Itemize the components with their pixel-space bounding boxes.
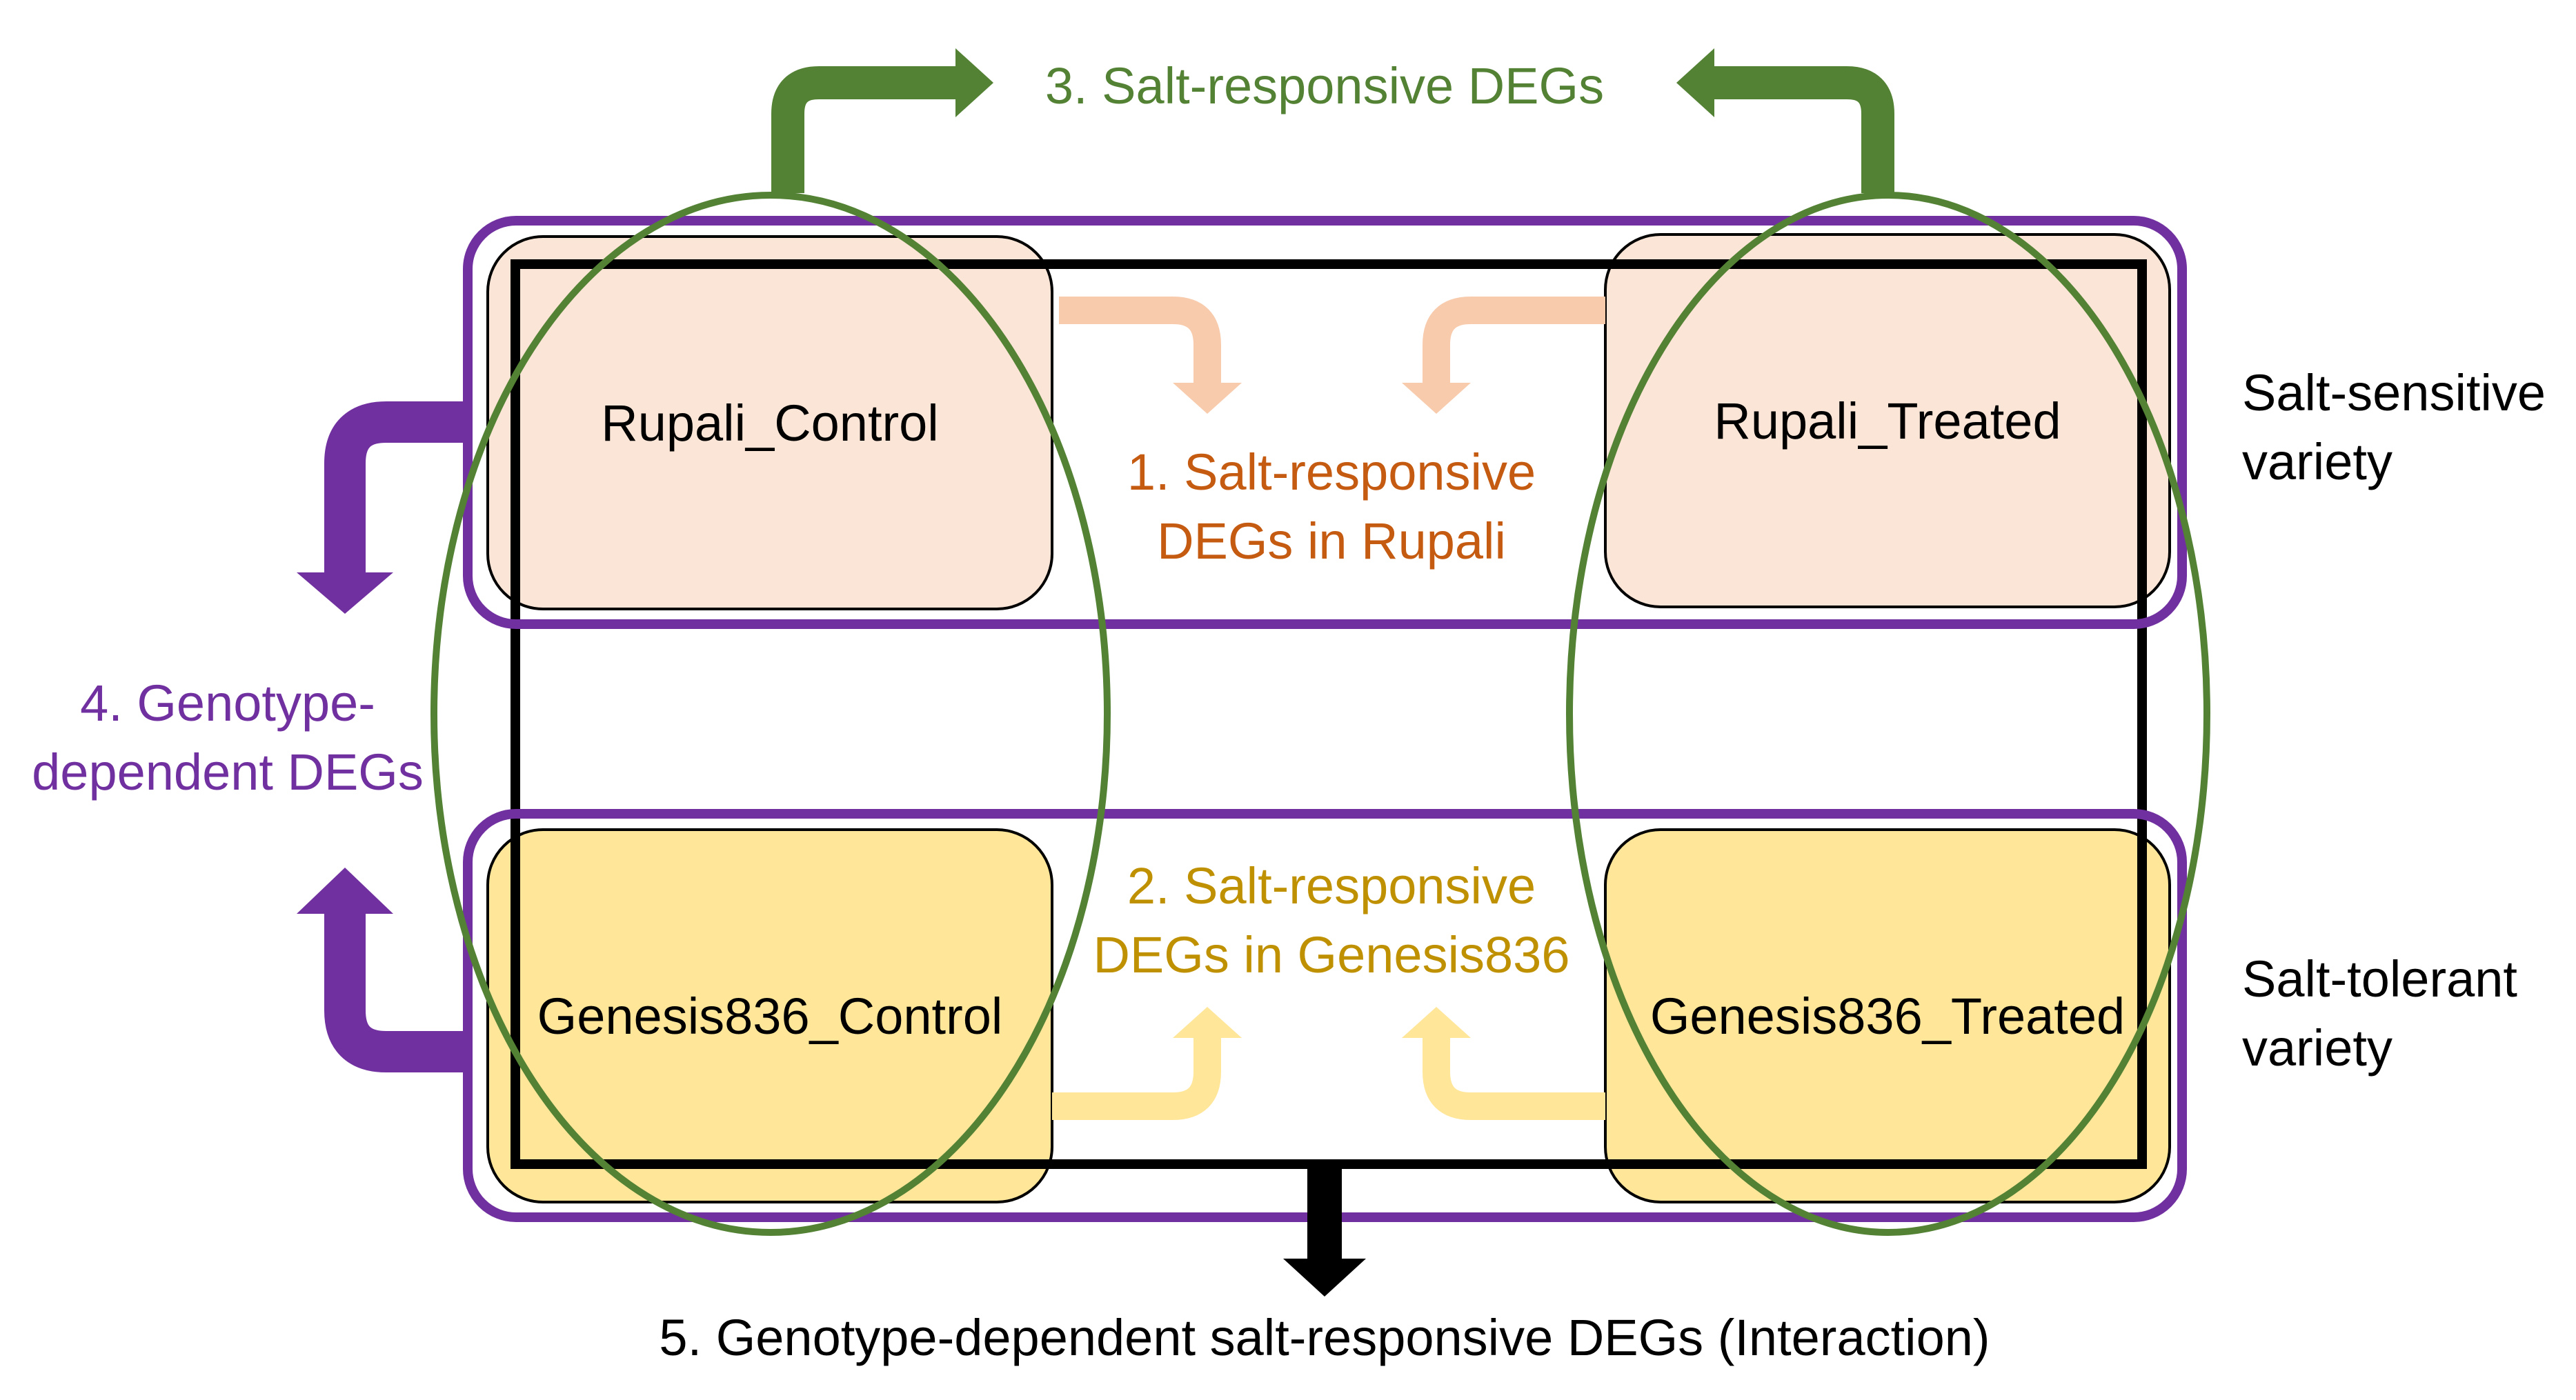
label-4-line1: 4. Genotype- xyxy=(80,674,375,732)
rupali-right-arrow xyxy=(1423,297,1605,386)
rupali-left-arrow xyxy=(1059,297,1221,386)
green-right-arrow xyxy=(1704,66,1894,193)
green-right-arrowhead xyxy=(1676,48,1714,117)
label-3: 3. Salt-responsive DEGs xyxy=(1044,57,1605,114)
interaction-arrow-shaft xyxy=(1307,1166,1342,1262)
green-left-arrowhead xyxy=(955,48,993,117)
label-1-line2: DEGs in Rupali xyxy=(1157,512,1506,570)
tolerant-variety-label: Salt-tolerant variety xyxy=(2242,945,2517,1083)
genesis-control-box xyxy=(486,828,1053,1203)
purple-top-arrowhead xyxy=(297,572,393,614)
sensitive-variety-label: Salt-sensitive variety xyxy=(2242,359,2546,497)
rupali-treated-box xyxy=(1604,233,2171,608)
genesis-response-arrows xyxy=(1052,1034,1605,1120)
genesis-left-arrowhead xyxy=(1173,1007,1242,1038)
label-2-line1: 2. Salt-responsive xyxy=(1127,857,1536,914)
label-5: 5. Genotype-dependent salt-responsive DE… xyxy=(659,1309,1990,1366)
purple-bottom-arrow xyxy=(324,914,468,1072)
label-2: 2. Salt-responsive DEGs in Genesis836 xyxy=(1056,852,1607,990)
rupali-treated-label: Rupali_Treated xyxy=(1714,392,2061,450)
label-4: 4. Genotype- dependent DEGs xyxy=(14,669,442,807)
label-2-line2: DEGs in Genesis836 xyxy=(1093,926,1570,983)
rupali-left-arrowhead xyxy=(1173,383,1242,414)
rupali-control-label: Rupali_Control xyxy=(601,394,939,452)
genesis-treated-label: Genesis836_Treated xyxy=(1649,987,2126,1045)
tolerant-line1: Salt-tolerant xyxy=(2242,950,2517,1008)
genesis-left-arrow xyxy=(1052,1034,1221,1120)
treated-ellipse xyxy=(1566,192,2210,1236)
genesis-right-arrowhead xyxy=(1402,1007,1471,1038)
tolerant-line2: variety xyxy=(2242,1019,2392,1077)
sensitive-line1: Salt-sensitive xyxy=(2242,364,2546,421)
interaction-arrowhead xyxy=(1283,1259,1366,1297)
rupali-right-arrowhead xyxy=(1402,383,1471,414)
purple-top-arrow xyxy=(324,401,468,572)
rupali-response-arrows xyxy=(1059,297,1605,386)
genesis-right-arrow xyxy=(1423,1034,1605,1120)
genesis-treated-box xyxy=(1604,828,2171,1203)
green-left-arrow xyxy=(771,66,966,193)
genesis-control-label: Genesis836_Control xyxy=(537,987,1003,1045)
control-ellipse xyxy=(430,192,1111,1236)
label-4-line2: dependent DEGs xyxy=(32,743,424,801)
label-1-line1: 1. Salt-responsive xyxy=(1127,443,1536,501)
interaction-frame xyxy=(511,259,2147,1169)
label-1: 1. Salt-responsive DEGs in Rupali xyxy=(1056,438,1607,576)
purple-bottom-arrowhead xyxy=(297,868,393,914)
sensitive-line2: variety xyxy=(2242,433,2392,490)
